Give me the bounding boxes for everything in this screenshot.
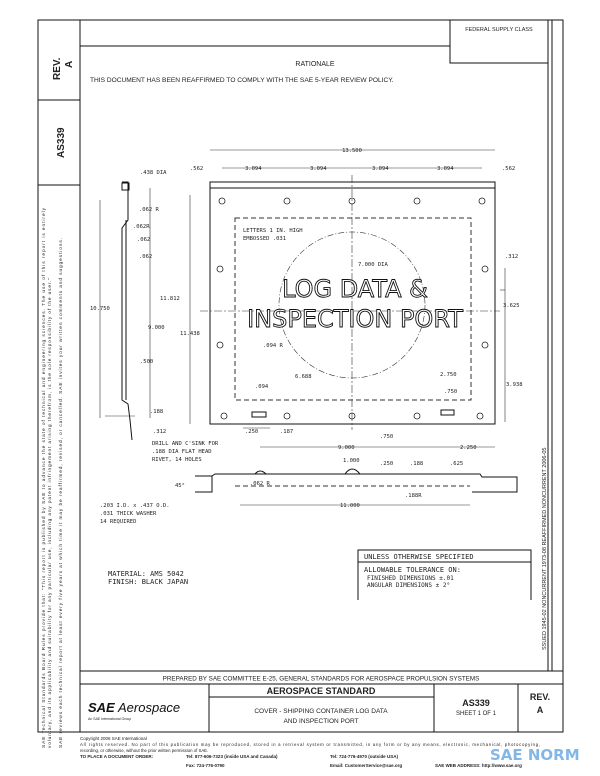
- disclaimer-line-2: voluntary, and its applicability and sui…: [47, 278, 53, 748]
- dim-overall-width: 13.500: [342, 148, 362, 154]
- order-label: TO PLACE A DOCUMENT ORDER:: [80, 754, 154, 759]
- title-rev-label: REV.: [530, 692, 550, 702]
- dim-188: .188: [150, 409, 163, 415]
- disclaimer-line-3: SAE reviews each technical report at lea…: [58, 238, 64, 748]
- dim-750b: .750: [380, 434, 393, 440]
- sec-11000: 11.000: [340, 503, 360, 509]
- web-address: SAE WEB ADDRESS: http://www.sae.org: [435, 763, 522, 768]
- logo-sae: SAE: [88, 700, 115, 715]
- tolerance-block: [357, 549, 532, 600]
- sheet-frame: [37, 19, 564, 733]
- dim-pitch-4: 3.094: [437, 166, 454, 172]
- dim-312-side: .312: [153, 429, 166, 435]
- dim-250: .250: [245, 429, 258, 435]
- dim-9000: 9.000: [148, 325, 165, 331]
- doc-title-line-2: AND INSPECTION PORT: [283, 718, 358, 725]
- dim-hole-dia: .438 DIA: [140, 170, 167, 176]
- sec-1000: 1.000: [343, 458, 360, 464]
- tolerance-heading: ALLOWABLE TOLERANCE ON:: [364, 566, 461, 574]
- washer-note-2: .031 THICK WASHER: [100, 511, 157, 517]
- left-doc-number: AS339: [56, 127, 67, 158]
- disclaimer-line-1: SAE Technical Standards Board Rules prov…: [41, 207, 47, 748]
- dim-500: .500: [140, 359, 153, 365]
- material-note: MATERIAL: AMS 5042: [108, 570, 184, 578]
- dim-187: .187: [280, 429, 293, 435]
- dim-t1: .062: [137, 237, 150, 243]
- dim-t2: .062: [139, 254, 152, 260]
- history-strip: SSUED 1945-02 NONCURRENT 1973-08 REAFFIR…: [542, 448, 548, 650]
- tolerance-angular: ANGULAR DIMENSIONS ± 2°: [367, 582, 450, 589]
- plate-text-line-1: LOG DATA &: [282, 275, 428, 303]
- dim-3625: 3.625: [503, 303, 520, 309]
- federal-supply-class-label: FEDERAL SUPPLY CLASS: [465, 27, 533, 33]
- title-doc-number: AS339: [462, 698, 490, 708]
- fax: Fax: 724-776-0790: [186, 763, 225, 768]
- dim-312: .312: [505, 254, 518, 260]
- dim-pitch-2: 3.094: [310, 166, 327, 172]
- left-rev-value: A: [64, 61, 75, 68]
- tolerance-title: UNLESS OTHERWISE SPECIFIED: [364, 553, 474, 561]
- rights-line-1: All rights reserved. No part of this pub…: [80, 742, 540, 747]
- dimension-lines: [189, 149, 506, 429]
- sheet-number: SHEET 1 OF 1: [456, 711, 497, 717]
- sec-9000: 9.000: [338, 445, 355, 451]
- dim-r1: .062 R: [139, 207, 160, 213]
- dim-2750: 2.750: [440, 372, 457, 378]
- dim-6688: 6.688: [295, 374, 312, 380]
- title-block: [79, 670, 563, 732]
- section-view: [195, 446, 518, 506]
- sec-625: .625: [450, 461, 463, 467]
- sae-aerospace-logo: SAE Aerospace An SAE International Group: [88, 700, 180, 721]
- dim-edge-left: .562: [190, 166, 203, 172]
- logo-sub: An SAE International Group: [88, 717, 131, 721]
- tel-us: Tel: 877-606-7323 (inside USA and Canada…: [186, 754, 278, 759]
- dim-pitch-1: 3.094: [245, 166, 262, 172]
- finish-note: FINISH: BLACK JAPAN: [108, 578, 188, 586]
- dim-094: .094: [255, 384, 269, 390]
- dim-r-094: .094 R: [263, 343, 284, 349]
- tolerance-finished: FINISHED DIMENSIONS ±.01: [367, 575, 454, 582]
- email: Email: CustomerService@sae.org: [330, 763, 402, 768]
- tel-intl: Tel: 724-776-4970 (outside USA): [330, 754, 398, 759]
- washer-note-3: 14 REQUIRED: [100, 519, 136, 525]
- drill-note-2: .188 DIA FLAT HEAD: [152, 449, 212, 455]
- sec-45: 45°: [175, 483, 185, 489]
- title-rev-value: A: [537, 705, 544, 715]
- dim-pitch-3: 3.094: [372, 166, 389, 172]
- dim-11438: 11.438: [180, 331, 200, 337]
- letters-note-1: LETTERS 1 IN. HIGH: [243, 228, 303, 234]
- plate-text-line-2: INSPECTION PORT: [247, 305, 463, 333]
- standard-type: AEROSPACE STANDARD: [267, 686, 376, 696]
- dim-r2: .062R: [133, 224, 150, 230]
- letters-note-2: EMBOSSED .031: [243, 236, 286, 242]
- logo-aerospace: Aerospace: [117, 700, 180, 715]
- plan-view: [200, 175, 500, 430]
- side-view: [99, 181, 151, 441]
- dim-750a: .750: [444, 389, 457, 395]
- sae-norm-watermark: SAE NORM: [490, 746, 580, 764]
- dim-10750: 10.750: [90, 306, 110, 312]
- dim-3938: 3.938: [506, 382, 523, 388]
- copyright: Copyright 2006 SAE International: [80, 736, 147, 741]
- drill-note-3: RIVET, 14 HOLES: [152, 457, 202, 463]
- prepared-by: PREPARED BY SAE COMMITTEE E-25, GENERAL …: [163, 676, 480, 683]
- rights-line-2: recording, or otherwise, without the pri…: [80, 748, 208, 753]
- rationale-text: THIS DOCUMENT HAS BEEN REAFFIRMED TO COM…: [90, 77, 394, 84]
- doc-title-line-1: COVER - SHIPPING CONTAINER LOG DATA: [254, 708, 388, 715]
- sec-250: .250: [380, 461, 393, 467]
- dim-11812: 11.812: [160, 296, 180, 302]
- left-rev-label: REV.: [52, 57, 63, 80]
- sec-062r: .062 R: [250, 481, 271, 487]
- washer-note-1: .203 I.D. x .437 O.D.: [100, 503, 170, 509]
- sec-2250: 2.250: [460, 445, 477, 451]
- drill-note-1: DRILL AND C'SINK FOR: [152, 441, 219, 447]
- rationale-title: RATIONALE: [295, 61, 334, 68]
- dim-circle-dia: 7.000 DIA: [358, 262, 388, 268]
- dim-edge-right: .562: [502, 166, 515, 172]
- sec-188r: .188R: [405, 493, 422, 499]
- sec-188: .188: [410, 461, 423, 467]
